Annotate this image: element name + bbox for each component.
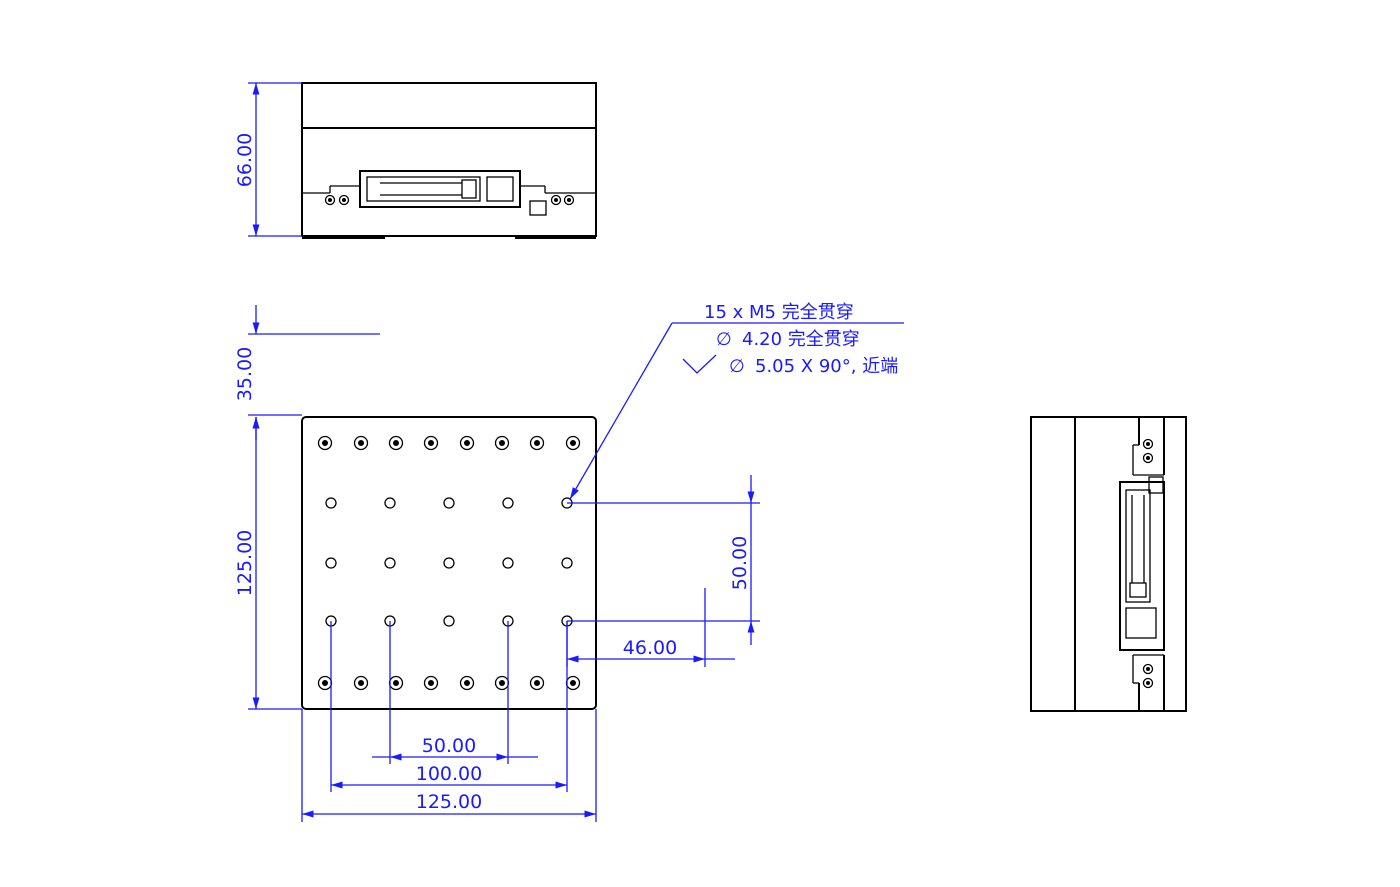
m5-through-hole — [443, 497, 455, 509]
screw-head — [464, 440, 470, 446]
screw-head — [358, 680, 364, 686]
side-elevation-view — [1030, 416, 1187, 712]
screw-head — [499, 440, 505, 446]
m5-through-hole — [443, 557, 455, 569]
side-body-outline — [1030, 416, 1187, 712]
counterbore-screw — [459, 435, 475, 451]
plate-outline — [301, 416, 597, 710]
dimension-125-horizontal: 125.00 — [301, 709, 597, 822]
front-body-outline — [301, 82, 597, 237]
m5-through-hole — [325, 557, 337, 569]
screw-head — [534, 440, 540, 446]
dimension-50-horizontal: 50.00 — [372, 621, 538, 764]
counterbore-screw — [529, 675, 545, 691]
counterbore-screw — [423, 435, 439, 451]
screw-head — [358, 440, 364, 446]
dim-100-label: 100.00 — [416, 763, 482, 785]
dimension-66: 66.00 — [234, 82, 302, 237]
m5-through-hole — [384, 497, 396, 509]
hole-note-line3: 5.05 X 90°, 近端 — [755, 356, 898, 377]
dim-125-vertical-label: 125.00 — [234, 530, 256, 596]
counterbore-screw — [494, 435, 510, 451]
dim-50-horizontal-label: 50.00 — [422, 735, 476, 757]
dim-66-label: 66.00 — [234, 133, 256, 187]
hole-note-line2: 4.20 完全贯穿 — [742, 329, 860, 350]
dim-125-horizontal-label: 125.00 — [416, 791, 482, 813]
front-slot — [359, 170, 521, 208]
side-slot — [1119, 481, 1165, 651]
diameter-symbol-2: ∅ — [729, 356, 745, 377]
dim-35-label: 35.00 — [234, 347, 256, 401]
dim-50-vertical-label: 50.00 — [729, 536, 751, 590]
counterbore-screw — [565, 435, 581, 451]
front-elevation-view — [301, 82, 597, 239]
screw-head — [428, 680, 434, 686]
m5-through-hole — [325, 497, 337, 509]
counterbore-screw — [423, 675, 439, 691]
screw-head — [393, 680, 399, 686]
dim-46-label: 46.00 — [623, 637, 677, 659]
countersink-icon — [682, 354, 717, 374]
plate-view — [301, 416, 597, 710]
screw-head — [322, 440, 328, 446]
dimension-35: 35.00 — [234, 305, 380, 440]
m5-through-hole — [502, 497, 514, 509]
diameter-symbol-1: ∅ — [716, 329, 732, 350]
m5-through-hole — [502, 557, 514, 569]
dimension-46: 46.00 — [566, 588, 735, 667]
counterbore-screw — [388, 435, 404, 451]
mounting-holes — [317, 435, 581, 691]
screw-head — [393, 440, 399, 446]
m5-through-hole — [443, 615, 455, 627]
counterbore-screw — [353, 675, 369, 691]
hole-callout: 15 x M5 完全贯穿 ∅ 4.20 完全贯穿 ∅ 5.05 X 90°, 近… — [569, 302, 904, 500]
screw-head — [464, 680, 470, 686]
counterbore-screw — [529, 435, 545, 451]
screw-head — [499, 680, 505, 686]
screw-head — [428, 440, 434, 446]
dimension-50-vertical: 50.00 — [567, 475, 760, 645]
dimension-125-vertical: 125.00 — [234, 417, 302, 710]
counterbore-screw — [317, 435, 333, 451]
screw-head — [570, 680, 576, 686]
screw-head — [534, 680, 540, 686]
screw-head — [322, 680, 328, 686]
screw-head — [570, 440, 576, 446]
counterbore-screw — [459, 675, 475, 691]
counterbore-screw — [353, 435, 369, 451]
dimension-100: 100.00 — [330, 621, 568, 792]
m5-through-hole — [384, 557, 396, 569]
hole-note-line1: 15 x M5 完全贯穿 — [704, 302, 854, 323]
m5-through-hole — [561, 557, 573, 569]
